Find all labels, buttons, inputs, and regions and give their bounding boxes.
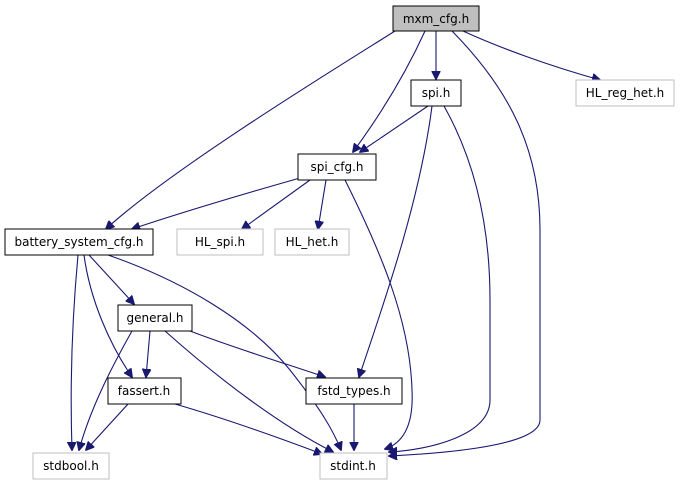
node-hl-reg-het-label: HL_reg_het.h xyxy=(586,86,665,100)
edge-battery-system-cfg-to-general xyxy=(88,254,134,304)
node-hl-spi[interactable]: HL_spi.h xyxy=(176,228,264,256)
node-hl-spi-label: HL_spi.h xyxy=(195,235,245,249)
node-stdint-label: stdint.h xyxy=(330,459,376,473)
node-hl-het-label: HL_het.h xyxy=(286,235,339,249)
edge-spi-cfg-to-battery-system-cfg xyxy=(132,177,301,229)
edge-general-to-fassert xyxy=(146,330,150,377)
edge-spi-to-fstd-types xyxy=(359,105,433,377)
nodes: mxm_cfg.h spi.h HL_reg_het.h spi_cfg.h b… xyxy=(4,5,675,480)
edge-battery-system-cfg-to-fassert xyxy=(83,254,132,377)
edge-spi-cfg-to-stdint xyxy=(344,179,413,449)
edge-mxm-cfg-to-stdint xyxy=(389,30,541,456)
edge-battery-system-cfg-to-stdint xyxy=(107,254,341,450)
edge-fassert-to-stdint xyxy=(174,403,322,454)
node-hl-het[interactable]: HL_het.h xyxy=(274,228,350,256)
node-spi-cfg[interactable]: spi_cfg.h xyxy=(297,153,377,181)
edge-spi-cfg-to-hl-het xyxy=(318,179,327,229)
node-stdint[interactable]: stdint.h xyxy=(319,452,388,480)
edge-spi-cfg-to-hl-spi xyxy=(242,179,311,229)
node-general-label: general.h xyxy=(126,311,183,325)
node-spi-cfg-label: spi_cfg.h xyxy=(310,160,363,174)
node-stdbool[interactable]: stdbool.h xyxy=(32,452,110,480)
edge-mxm-cfg-to-spi-cfg xyxy=(353,30,426,152)
edge-general-to-stdint xyxy=(164,330,333,452)
node-fstd-types[interactable]: fstd_types.h xyxy=(305,377,403,405)
node-battery-system-cfg[interactable]: battery_system_cfg.h xyxy=(4,228,154,256)
node-spi-label: spi.h xyxy=(422,86,451,100)
edge-spi-to-stdint xyxy=(389,105,491,452)
edge-spi-to-spi-cfg xyxy=(360,105,429,152)
edges xyxy=(71,30,600,456)
node-mxm-cfg-label: mxm_cfg.h xyxy=(403,12,469,26)
node-general[interactable]: general.h xyxy=(117,304,193,332)
edge-general-to-stdbool xyxy=(79,330,133,450)
edge-mxm-cfg-to-hl-reg-het xyxy=(462,30,600,80)
edge-general-to-fstd-types xyxy=(189,330,325,377)
node-stdbool-label: stdbool.h xyxy=(43,459,99,473)
node-fassert[interactable]: fassert.h xyxy=(107,377,182,405)
node-battery-system-cfg-label: battery_system_cfg.h xyxy=(14,235,143,249)
node-spi[interactable]: spi.h xyxy=(410,79,462,107)
node-mxm-cfg[interactable]: mxm_cfg.h xyxy=(392,5,480,32)
node-fstd-types-label: fstd_types.h xyxy=(317,384,390,398)
edge-battery-system-cfg-to-stdbool xyxy=(71,254,79,450)
node-hl-reg-het[interactable]: HL_reg_het.h xyxy=(575,79,675,107)
edge-mxm-cfg-to-battery-system-cfg xyxy=(106,30,396,229)
edge-fassert-to-stdbool xyxy=(86,403,129,450)
node-fassert-label: fassert.h xyxy=(118,384,171,398)
